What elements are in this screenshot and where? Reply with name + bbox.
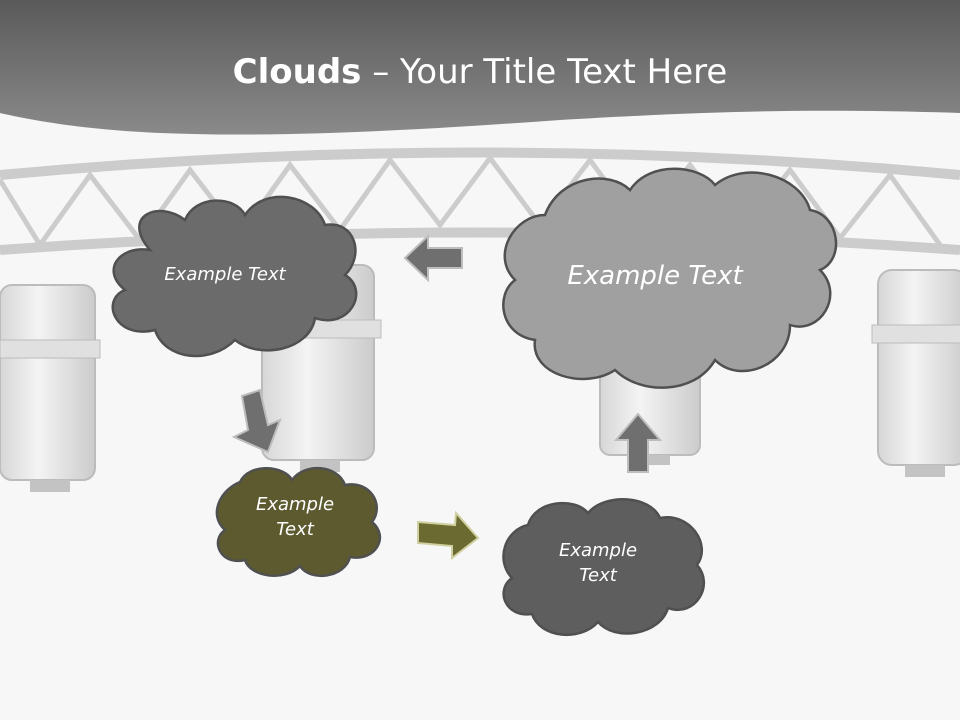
cloud-bottom-right-line-2: Text [579,565,617,587]
cloud-mid-left [215,466,382,577]
header-band [0,0,960,135]
title-text: Your Title Text Here [400,52,728,92]
cloud-mid-left-line-1: Example [255,494,335,515]
arrow-right-icon [417,510,480,561]
arrow-up-icon [613,412,663,473]
cloud-top-right [502,167,838,389]
cloud-top-left-text: Example Text [164,264,286,285]
stage-light-4 [871,269,960,477]
arrow-down-icon [231,388,282,454]
title-bold: Clouds [232,52,362,92]
cloud-bottom-right [502,498,706,636]
stage-light-1 [0,284,101,492]
cloud-bottom-right-line-1: Example [558,540,638,561]
page-title: Clouds – Your Title Text Here [0,52,960,92]
cloud-mid-left-line-2: Text [276,519,314,541]
cloud-top-right-text: Example Text [567,261,743,291]
cloud-top-left [111,195,358,358]
cloud-bottom-right-text: Example Text [533,538,663,588]
title-separator: – [361,52,401,92]
arrow-left-icon [403,233,463,283]
cloud-mid-left-text: Example Text [230,492,360,542]
